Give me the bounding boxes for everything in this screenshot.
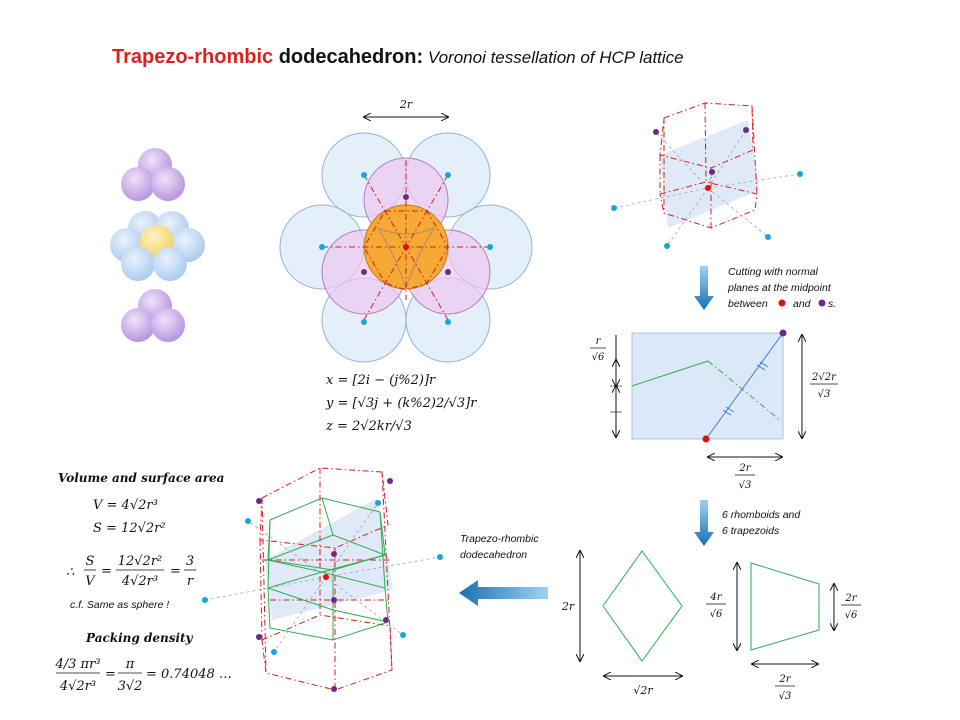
- page-title: Trapezo-rhombic dodecahedron: Voronoi te…: [112, 46, 684, 69]
- rhombus-width-label: √2r: [633, 684, 653, 697]
- solid-label-1: Trapezo-rhombic: [460, 533, 539, 545]
- down-arrow-2: [694, 500, 714, 546]
- middle-blue-layer: [110, 211, 205, 281]
- cut-note: Cutting with normal planes at the midpoi…: [727, 266, 836, 310]
- top-violet-layer: [121, 148, 185, 201]
- center-red-dot: [403, 244, 409, 250]
- rect-left-num: r: [596, 336, 602, 347]
- cut-note-line-1: Cutting with normal: [728, 266, 819, 278]
- purple-dot-legend: [818, 299, 826, 307]
- trap-bottom-num: 2r: [778, 674, 791, 685]
- svg-text:=: =: [105, 667, 116, 682]
- pieces-line-2: 6 trapezoids: [722, 525, 780, 537]
- ratio-mid-den: 4√2r³: [121, 574, 158, 589]
- cut-note-line-3: between: [728, 298, 768, 310]
- svg-text:=: =: [101, 564, 112, 579]
- surface-formula: S = 12√2r²: [93, 521, 166, 536]
- solid-label-2: dodecahedron: [460, 549, 527, 561]
- rect-left-den: √6: [592, 352, 605, 363]
- trap-left-den: √6: [710, 609, 723, 620]
- packing-denominator: 4√2r³: [59, 679, 96, 694]
- red-dot-legend: [778, 299, 786, 307]
- therefore-symbol: ∴: [66, 565, 75, 580]
- ratio-rhs-num: 3: [186, 554, 194, 569]
- formula-y: y = [√3j + (k%2)2/√3]r: [325, 396, 477, 411]
- packing-heading: Packing density: [85, 631, 194, 645]
- trap-right-num: 2r: [844, 593, 857, 604]
- rect-right-den: √3: [818, 389, 831, 400]
- assembled-solid: [202, 467, 443, 692]
- cut-note-s: s.: [828, 298, 836, 310]
- title-part-1: Trapezo-rhombic: [112, 46, 274, 68]
- bottom-violet-layer: [121, 289, 185, 342]
- cut-note-and: and: [793, 298, 812, 310]
- rect-right-num: 2√2r: [811, 372, 837, 383]
- pieces-line-1: 6 rhomboids and: [722, 509, 801, 521]
- hcp-stack-illustration: [110, 148, 205, 342]
- formula-z: z = 2√2kr/√3: [325, 419, 412, 434]
- packing-mid-num: π: [125, 657, 135, 672]
- cyan-lattice-dots: [319, 172, 493, 325]
- packing-mid-den: 3√2: [118, 679, 143, 694]
- trap-left-num: 4r: [709, 592, 722, 603]
- cf-note: c.f. Same as sphere !: [70, 599, 169, 611]
- rhombus-piece: 2r √2r: [561, 551, 682, 697]
- cut-note-line-2: planes at the midpoint: [727, 282, 832, 294]
- trap-bottom-den: √3: [779, 691, 792, 702]
- volume-formula: V = 4√2r³: [93, 498, 158, 513]
- trapezoid-piece: 4r √6 2r √6 2r √3: [706, 563, 861, 702]
- packing-numerator: 4/3 πr³: [54, 657, 100, 672]
- formula-x: x = [2i − (j%2)]r: [326, 373, 436, 388]
- down-arrow-1: [694, 266, 714, 310]
- volume-heading: Volume and surface area: [58, 471, 224, 485]
- ratio-mid-num: 12√2r²: [118, 554, 163, 569]
- title-part-2: dodecahedron:: [273, 46, 424, 68]
- left-arrow: [459, 580, 548, 606]
- top-view-arrangement: 2r: [279, 98, 533, 363]
- ratio-v: V: [85, 574, 96, 589]
- rhombus-height-label: 2r: [561, 600, 575, 613]
- rect-bottom-den: √3: [739, 480, 752, 491]
- cross-section: r √6 2√2r √3 2r √3: [590, 329, 838, 491]
- svg-text:=: =: [170, 564, 181, 579]
- cell-3d-top-right: [611, 102, 803, 249]
- purple-lattice-dots: [361, 194, 451, 275]
- width-label: 2r: [399, 98, 413, 111]
- packing-density-section: Packing density 4/3 πr³ 4√2r³ = π 3√2 = …: [54, 631, 231, 694]
- rect-bottom-num: 2r: [738, 463, 751, 474]
- volume-surface-section: Volume and surface area V = 4√2r³ S = 12…: [58, 471, 224, 611]
- packing-result: = 0.74048 …: [146, 667, 232, 682]
- voronoi-cell-outline: [322, 160, 490, 321]
- ratio-s: S: [86, 554, 95, 569]
- ratio-rhs-den: r: [187, 574, 194, 589]
- title-part-3: Voronoi tessellation of HCP lattice: [423, 48, 684, 67]
- trap-right-den: √6: [845, 610, 858, 621]
